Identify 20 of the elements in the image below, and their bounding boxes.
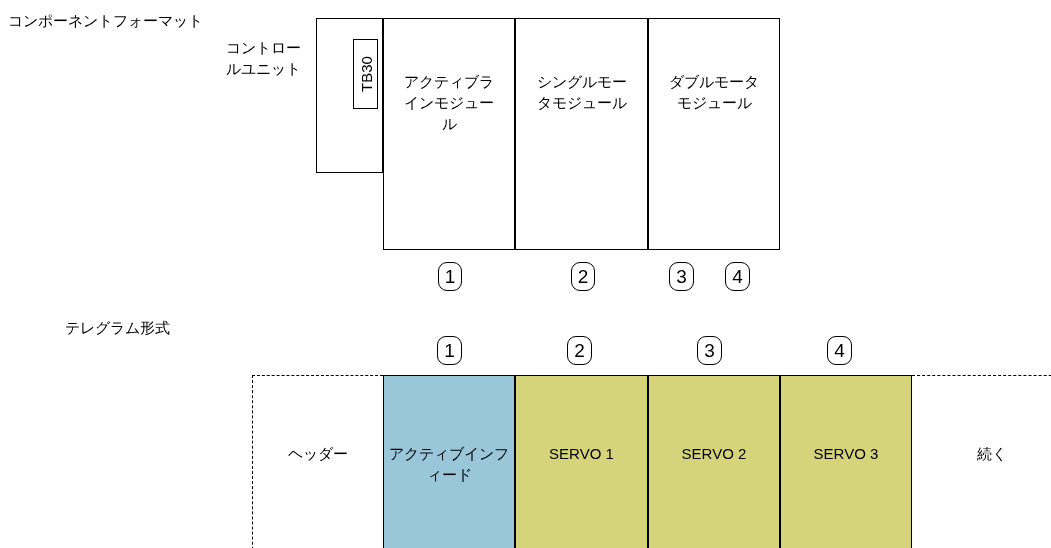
section-heading: コンポーネントフォーマット [8,11,203,31]
servo-cell: SERVO 1 [515,375,648,548]
servo-cell: SERVO 2 [648,375,780,548]
number-badge: 1 [438,262,462,291]
module-box: ダブルモータモジュール [648,18,780,250]
number-badge: 1 [437,336,462,365]
section-heading: テレグラム形式 [65,318,170,338]
number-badge: 3 [697,336,722,365]
terminal-label: TB30 [356,56,375,92]
number-badge: 3 [669,262,694,291]
servo-cell: SERVO 3 [780,375,912,548]
unit-label: コントロールユニット [224,38,302,79]
number-badge: 4 [725,262,750,291]
module-box: シングルモータモジュール [515,18,648,250]
number-badge: 2 [567,336,592,365]
module-box: アクティブラインモジュール [383,18,515,250]
number-badge: 2 [571,262,595,291]
number-badge: 4 [827,336,852,365]
terminal-box [353,39,378,109]
infeed-cell: アクティブインフィード [383,375,515,548]
